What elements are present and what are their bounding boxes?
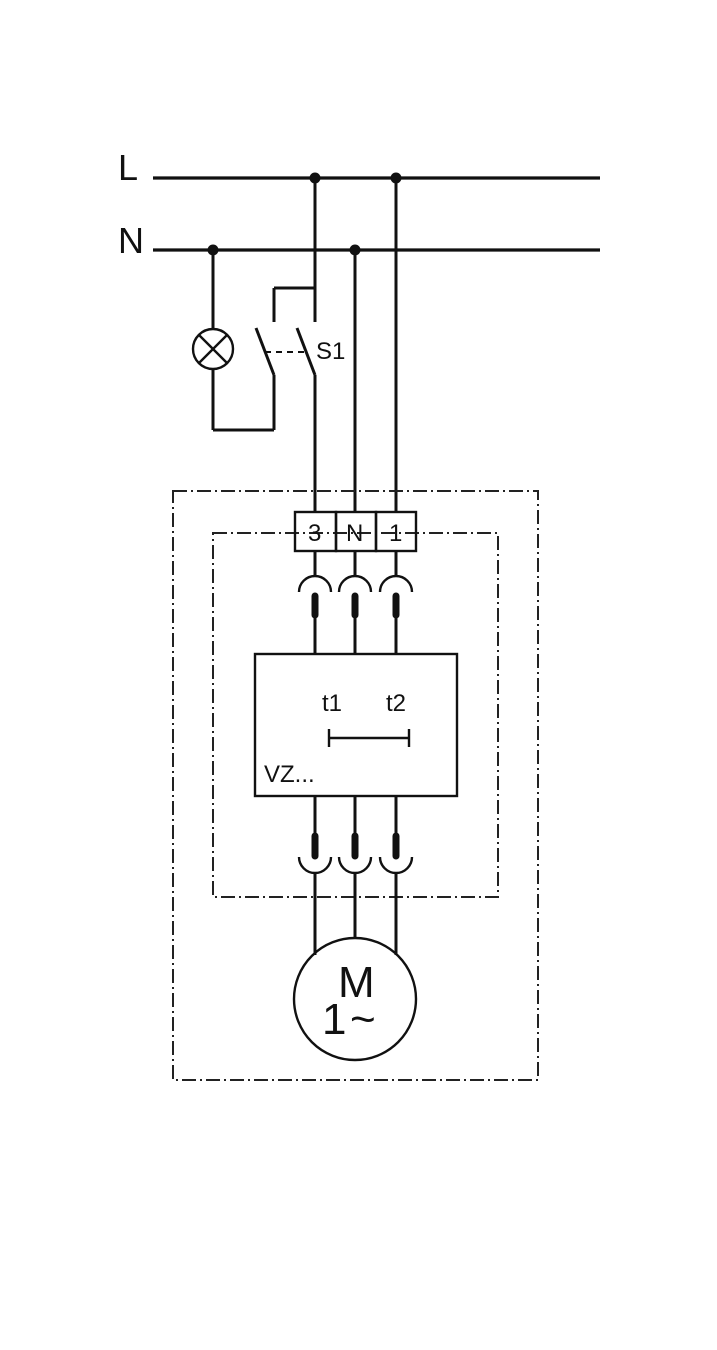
switch-s1 [254, 178, 317, 512]
timer-start-label: t1 [322, 690, 342, 717]
inner-enclosure [212, 532, 499, 898]
timer-interval-bar [327, 729, 411, 747]
lower-connectors [297, 796, 414, 955]
terminal-label-n: N [346, 520, 363, 547]
switch-label: S1 [316, 338, 345, 365]
motor-symbol [292, 936, 418, 1062]
motor-phase: 1 [322, 995, 346, 1044]
motor-letter: M [338, 958, 375, 1007]
motor-ac-symbol: ~ [350, 995, 376, 1044]
neutral-line-label: N [118, 220, 144, 261]
terminal-label-1: 1 [389, 520, 402, 547]
outer-enclosure [172, 490, 539, 1081]
timer-end-label: t2 [386, 690, 406, 717]
controller-label: VZ... [264, 761, 315, 788]
live-line-label: L [118, 147, 138, 188]
terminal-label-3: 3 [308, 520, 321, 547]
indicator-lamp [191, 250, 276, 432]
upper-connectors [297, 551, 414, 654]
